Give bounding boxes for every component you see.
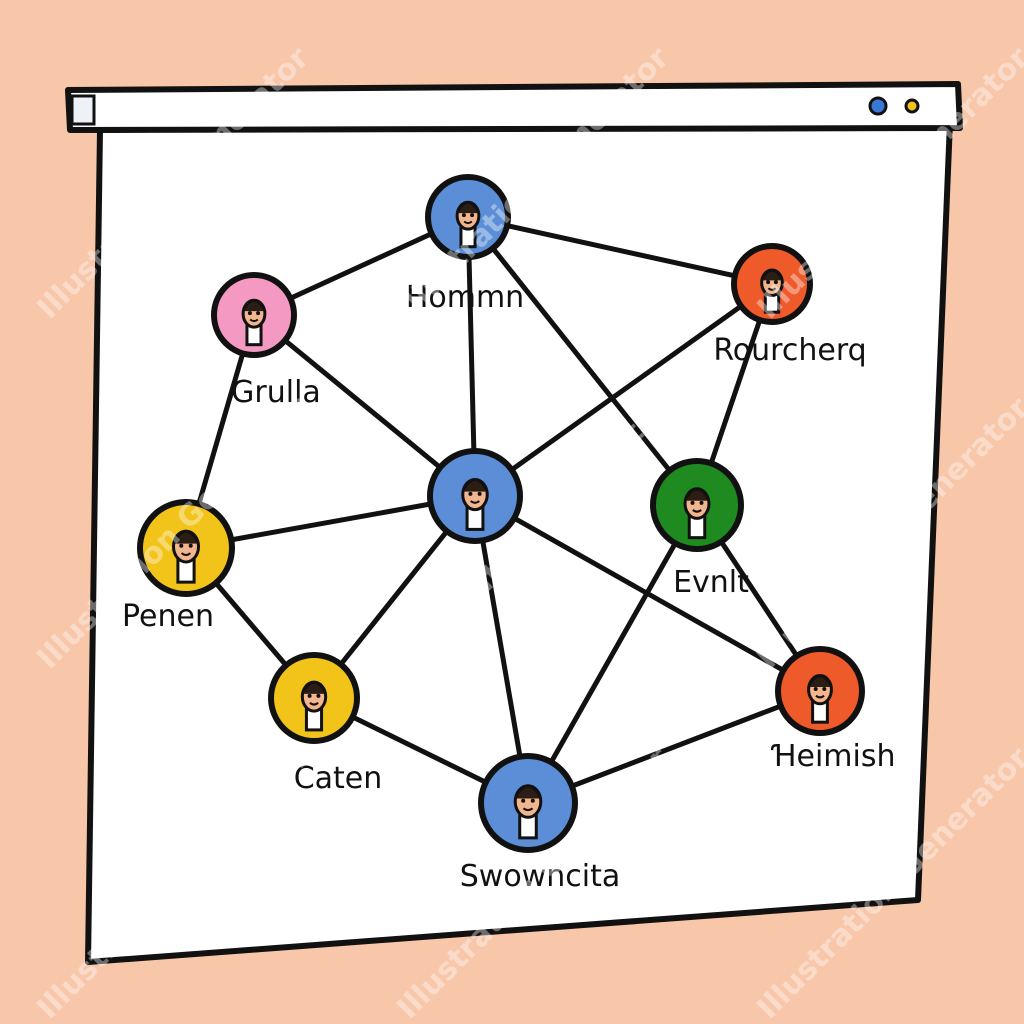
person-icon <box>683 487 711 540</box>
edge-rourcherq-center <box>472 281 775 499</box>
person-icon <box>455 200 481 249</box>
edge-homman-rourcherq <box>465 214 775 287</box>
node-label: Swowncita <box>460 859 620 894</box>
node-grula[interactable]: Grulla <box>211 272 321 410</box>
node-label: Ɦeimish <box>770 739 895 774</box>
node-swowncata[interactable]: Swowncita <box>460 753 620 894</box>
node-rourcherq[interactable]: Rourcherq <box>713 243 867 368</box>
edge-swowncata-heimish <box>525 688 823 806</box>
person-icon <box>807 674 833 724</box>
edge-homman-evnt <box>465 214 700 508</box>
node-label: Grulla <box>231 375 321 410</box>
browser-window <box>65 81 963 965</box>
node-label: Rourcherq <box>713 333 866 368</box>
person-icon <box>241 298 267 347</box>
window-titlebar <box>65 81 963 133</box>
node-caten[interactable]: Caten <box>268 652 383 796</box>
node-heimish[interactable]: Ɦeimish <box>770 646 896 774</box>
node-evnt[interactable]: Evnlt <box>650 458 749 600</box>
node-homman[interactable]: Hommn <box>406 174 524 315</box>
node-label: Evnlt <box>673 565 749 600</box>
node-label: Hommn <box>406 280 524 315</box>
blue-circle-icon[interactable] <box>868 96 888 116</box>
node-penen[interactable]: Penen <box>122 499 235 634</box>
node-label: Caten <box>294 761 383 796</box>
person-icon <box>760 268 784 314</box>
person-icon <box>461 477 489 531</box>
person-icon <box>171 529 201 584</box>
node-label: Penen <box>122 599 214 634</box>
person-icon <box>300 680 328 732</box>
edge-swowncata-evnt <box>525 502 700 806</box>
node-center[interactable] <box>427 448 523 544</box>
window-tab-square[interactable] <box>70 94 96 126</box>
edge-center-swowncata <box>472 493 531 806</box>
person-icon <box>513 784 543 840</box>
yellow-dot-icon[interactable] <box>904 98 920 114</box>
